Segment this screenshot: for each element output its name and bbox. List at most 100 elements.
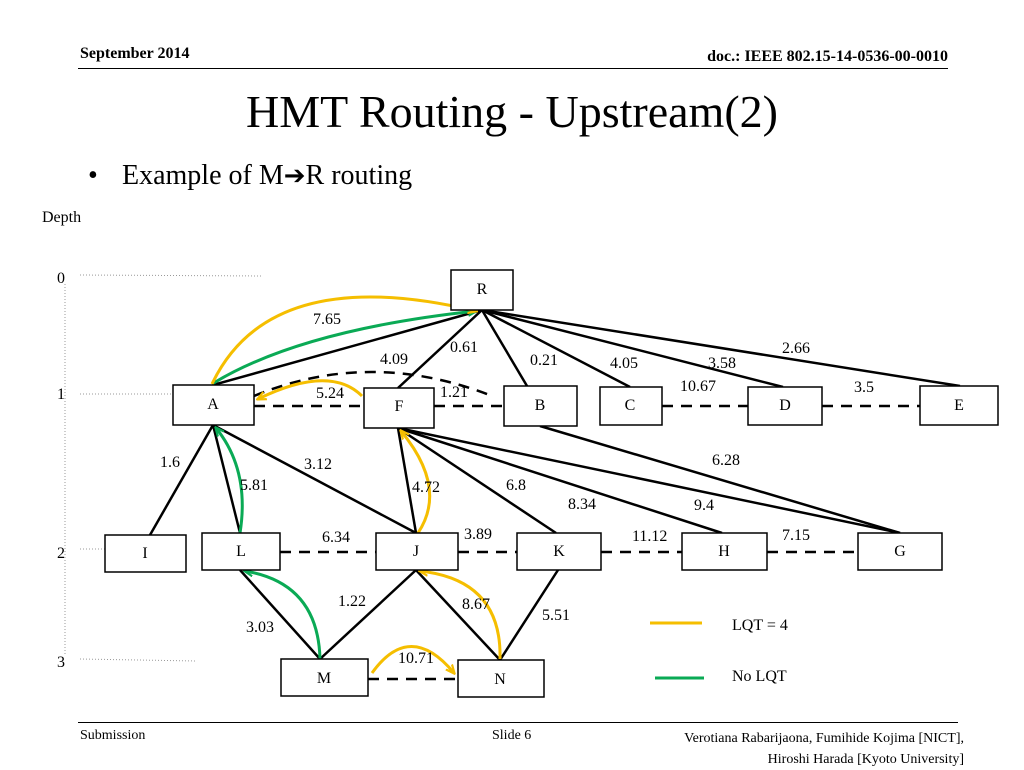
nodes: R A F B C D E I (104, 269, 999, 698)
edge-label-L-M: 3.03 (246, 619, 274, 636)
link-D-R (481, 308, 784, 389)
node-C-label: C (625, 397, 636, 414)
edge-label-J-N: 8.67 (462, 596, 490, 613)
node-D: D (747, 386, 823, 426)
route-green-L-A (216, 428, 244, 534)
node-D-label: D (779, 397, 791, 414)
link-E-R (481, 308, 961, 388)
link-N-J (415, 569, 501, 661)
route-green-A-R (211, 311, 476, 386)
link-A-R (212, 308, 483, 387)
node-H-label: H (718, 543, 730, 560)
legend-nolqt-label: No LQT (732, 668, 787, 685)
link-K-F (397, 426, 557, 535)
edge-labels: 7.65 4.09 0.61 0.21 4.05 3.58 2.66 10.67… (160, 311, 874, 667)
edge-label-A-J: 3.12 (304, 456, 332, 473)
node-C: C (599, 386, 663, 426)
bullet-item: •Example of M➔R routing (88, 160, 412, 192)
link-N-K (498, 569, 560, 661)
link-I-A (148, 424, 215, 536)
node-I: I (104, 534, 187, 573)
dashed-link-A-B (253, 370, 493, 398)
depth-label-3: 3 (57, 654, 65, 671)
edge-label-K-H: 11.12 (632, 528, 667, 545)
depth-guide-0 (79, 274, 264, 277)
node-F: F (363, 387, 435, 429)
depth-label-2: 2 (57, 545, 65, 562)
no-lqt-routes (211, 311, 476, 660)
depth-label-0: 0 (57, 270, 65, 287)
route-green-M-L (245, 571, 322, 660)
link-C-R (481, 308, 631, 389)
node-M-label: M (317, 670, 331, 687)
node-H: H (681, 532, 768, 571)
node-E-label: E (954, 397, 964, 414)
node-G-label: G (894, 543, 906, 560)
route-yellow-F-A (258, 379, 364, 399)
edge-label-E-R-a: 3.58 (708, 355, 736, 372)
edge-label-L-J: 6.34 (322, 529, 350, 546)
dashed-links (253, 370, 920, 681)
edge-label-D-R: 4.05 (610, 355, 638, 372)
link-J-A (212, 423, 417, 535)
edge-label-A-I: 1.6 (160, 454, 180, 471)
edge-label-C-R: 0.21 (530, 352, 558, 369)
edge-label-A-F: 5.24 (316, 385, 344, 402)
edge-label-B-R: 0.61 (450, 339, 478, 356)
footer-authors-line1: Verotiana Rabarijaona, Fumihide Kojima [… (684, 731, 964, 746)
node-B-label: B (535, 397, 546, 414)
node-K: K (516, 532, 602, 571)
slide-title: HMT Routing - Upstream(2) (246, 86, 778, 137)
node-L-label: L (236, 543, 246, 560)
link-L-A (211, 424, 242, 534)
node-E: E (919, 385, 999, 426)
legend: LQT = 4 No LQT (650, 617, 788, 685)
node-N-label: N (494, 671, 506, 688)
bullet-prefix: Example of M (122, 160, 284, 191)
edge-label-J-K: 3.89 (464, 526, 492, 543)
depth-axis-title: Depth (42, 209, 81, 226)
edge-label-C-D: 10.67 (680, 378, 716, 395)
link-B-R (480, 309, 529, 387)
edge-label-F-B: 1.21 (440, 384, 468, 401)
edge-label-A-L: 5.81 (240, 477, 268, 494)
link-G-B (539, 424, 901, 535)
lqt-routes (210, 295, 502, 673)
edge-label-F-H: 8.34 (568, 496, 596, 513)
node-G: G (857, 532, 943, 571)
node-J: J (375, 532, 459, 571)
footer-slide-number: Slide 6 (492, 728, 532, 743)
link-H-F (397, 426, 723, 535)
header-date: September 2014 (80, 45, 190, 62)
footer-submission: Submission (80, 728, 146, 743)
edge-label-F-G: 9.4 (694, 497, 714, 514)
link-M-J (319, 569, 417, 660)
bullet-dot: • (88, 160, 98, 191)
footer-authors: Verotiana Rabarijaona, Fumihide Kojima [… (684, 728, 964, 770)
legend-lqt-label: LQT = 4 (732, 617, 788, 634)
edge-label-K-N: 5.51 (542, 607, 570, 624)
node-F-label: F (395, 398, 404, 415)
footer-authors-line2: Hiroshi Harada [Kyoto University] (767, 752, 964, 767)
edge-label-D-E: 3.5 (854, 379, 874, 396)
link-G-F (397, 426, 901, 535)
bullet-suffix: R routing (305, 160, 413, 191)
edge-label-J-M: 1.22 (338, 593, 366, 610)
edge-label-E-R-b: 2.66 (782, 340, 810, 357)
link-J-F (396, 427, 418, 534)
footer-rule (78, 722, 958, 723)
header-rule (78, 68, 948, 69)
header-doc-id: doc.: IEEE 802.15-14-0536-00-0010 (707, 48, 948, 65)
edge-label-M-N: 10.71 (398, 650, 434, 667)
route-yellow-A-R (210, 295, 476, 385)
node-B: B (503, 385, 578, 427)
node-L: L (201, 532, 281, 571)
edge-label-H-G: 7.15 (782, 527, 810, 544)
depth-label-1: 1 (57, 386, 65, 403)
node-R: R (450, 269, 514, 311)
node-I-label: I (142, 545, 147, 562)
node-R-label: R (477, 281, 488, 298)
edge-label-A-R: 7.65 (313, 311, 341, 328)
depth-guide-3 (79, 658, 197, 662)
